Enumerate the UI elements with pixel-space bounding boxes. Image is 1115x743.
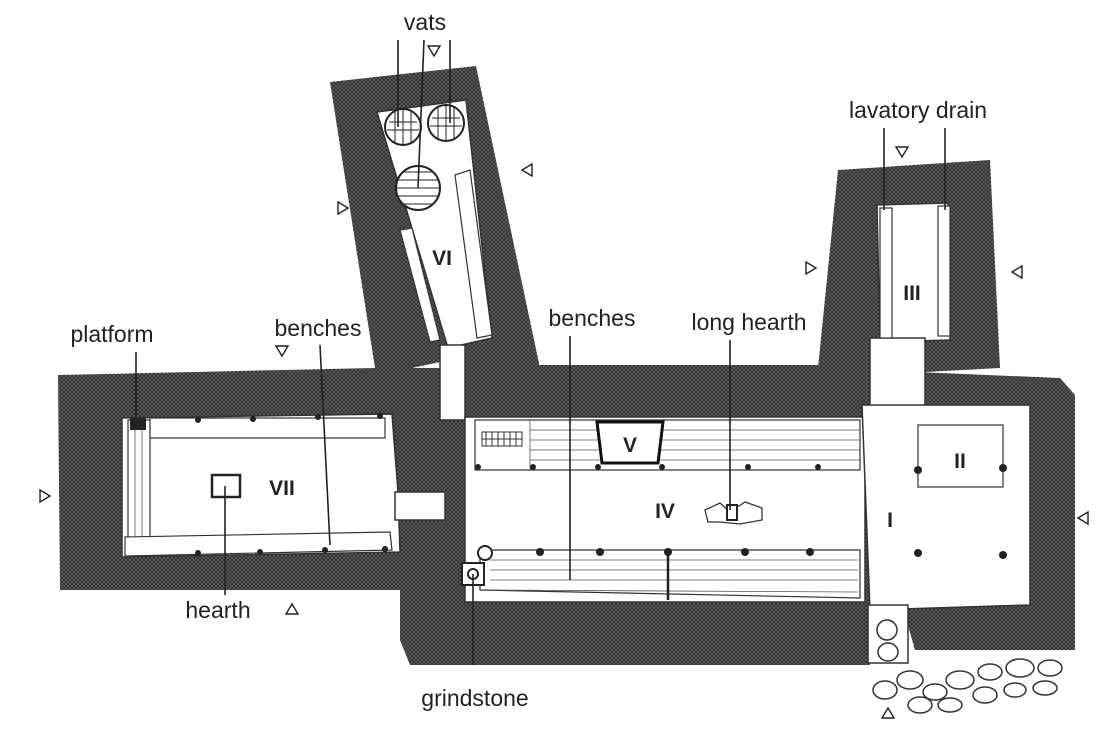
bench-iii-right [937,205,951,337]
room-ii-enclosure [917,424,1004,488]
label-benches-center: benches [549,305,636,331]
bench-iv-top [474,419,861,471]
paving-stones [872,619,1063,714]
label-long-hearth: long hearth [691,309,806,335]
platform-marker [130,418,146,430]
bench-iv-bottom-planks [489,550,859,600]
room-iii-floor [876,202,951,343]
room-ii-label: II [954,450,966,473]
room-vii-floor [121,413,401,558]
doorway-iii-i [869,337,926,409]
room-vii-label: VII [269,477,295,500]
labels: vats lavatory drain platform benches ben… [70,9,987,711]
posts [195,413,1007,559]
leader-lines [135,39,946,665]
room-iv-label: IV [655,500,675,523]
vats [384,104,465,211]
room-v-enclosure [595,420,665,465]
label-benches-left: benches [275,315,362,341]
doorway-vi-iv [439,344,466,421]
room-iii-label: III [903,282,921,305]
room-numbers: I II III IV V VI VII [269,247,966,532]
bench-vi-right [454,169,493,339]
room-interiors [121,99,1031,664]
label-hearth: hearth [185,597,250,623]
platform-vii [127,419,151,539]
bench-iv-top-planks [529,420,860,470]
room-v-label: V [623,434,637,457]
section-markers [39,45,1089,719]
label-grindstone: grindstone [421,685,528,711]
label-platform: platform [70,321,153,347]
bench-vii-top [149,417,386,439]
doorway-vii-iv [394,491,446,521]
room-vi-floor [376,99,493,349]
bench-vi-left [399,227,441,343]
hearth-vii [210,473,242,499]
stone-feature [477,545,493,561]
room-i-label: I [887,509,893,532]
label-vats: vats [404,9,446,35]
benches [124,169,1004,600]
room-vi-label: VI [432,247,452,270]
label-lavatory-drain: lavatory drain [849,97,987,123]
bench-iii-left [879,207,893,339]
